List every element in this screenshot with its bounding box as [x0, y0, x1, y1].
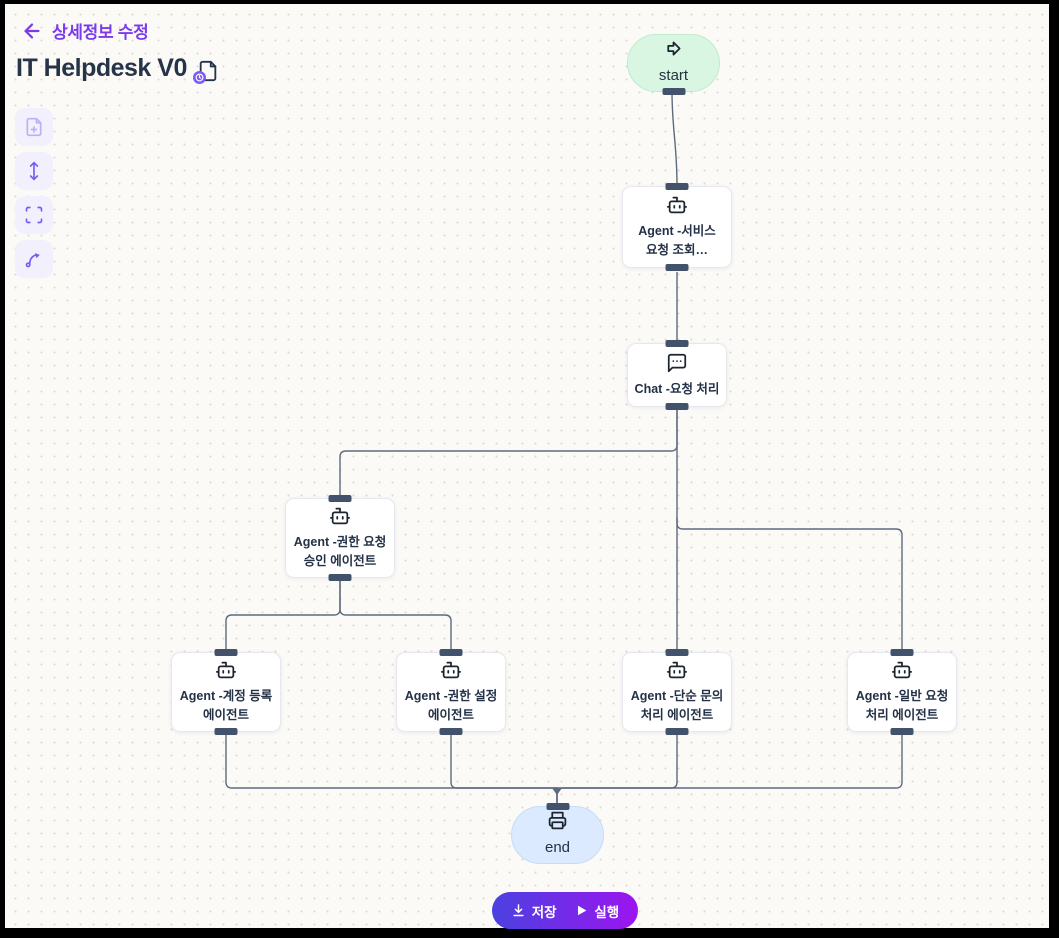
flow-edges: [225, 91, 903, 806]
edge-style-button[interactable]: [15, 240, 53, 278]
run-label: 실행: [594, 904, 620, 920]
back-label: 상세정보 수정: [52, 23, 149, 42]
target-handle[interactable]: [328, 495, 352, 502]
fit-view-icon: [25, 206, 43, 224]
message-dots-icon: [667, 353, 687, 372]
arrow-big-right-icon: [667, 41, 681, 56]
node-label: start: [658, 67, 689, 85]
bot-icon: [215, 662, 237, 679]
printer-icon: [548, 812, 567, 830]
target-handle[interactable]: [890, 649, 914, 656]
file-plus-button[interactable]: [15, 108, 53, 146]
target-handle[interactable]: [665, 183, 689, 190]
vertical-layout-button[interactable]: [15, 152, 53, 190]
target-handle[interactable]: [214, 649, 238, 656]
source-handle[interactable]: [890, 728, 914, 735]
target-handle[interactable]: [439, 649, 463, 656]
target-handle[interactable]: [665, 649, 689, 656]
save-label: 저장: [531, 904, 557, 920]
bot-icon: [666, 662, 688, 679]
node-chat-request[interactable]: Chat -요청 처리: [627, 340, 727, 410]
fit-view-button[interactable]: [15, 196, 53, 234]
target-handle[interactable]: [546, 803, 569, 810]
canvas-toolbar: [15, 108, 53, 278]
play-icon: [578, 905, 587, 916]
source-handle[interactable]: [662, 88, 685, 95]
page-title: IT Helpdesk V0: [16, 54, 187, 82]
node-end[interactable]: end: [511, 803, 604, 864]
source-handle[interactable]: [665, 264, 689, 271]
save-button[interactable]: 저장: [511, 901, 557, 921]
file-plus-icon: [26, 117, 42, 137]
move-vertical-icon: [29, 161, 39, 181]
action-bar: 저장 실행: [492, 892, 638, 929]
flow-canvas[interactable]: 상세정보 수정 IT Helpdesk V0 start: [5, 4, 1049, 929]
version-clock-badge: [192, 70, 206, 84]
node-start[interactable]: start: [627, 34, 720, 95]
bot-icon: [329, 508, 351, 525]
download-icon: [513, 904, 524, 917]
file-version-icon[interactable]: [192, 59, 219, 84]
source-handle[interactable]: [328, 574, 352, 581]
node-label: end: [544, 839, 571, 857]
node-label: Chat -요청 처리: [634, 381, 720, 396]
back-button[interactable]: 상세정보 수정: [21, 18, 149, 43]
source-handle[interactable]: [665, 403, 689, 410]
target-handle[interactable]: [665, 340, 689, 347]
bot-icon: [440, 662, 462, 679]
source-handle[interactable]: [214, 728, 238, 735]
spline-edge-icon: [25, 253, 40, 268]
source-handle[interactable]: [439, 728, 463, 735]
back-arrow-icon: [24, 22, 40, 39]
source-handle[interactable]: [665, 728, 689, 735]
bot-icon: [666, 197, 688, 214]
bot-icon: [891, 662, 913, 679]
run-button[interactable]: 실행: [575, 901, 619, 921]
